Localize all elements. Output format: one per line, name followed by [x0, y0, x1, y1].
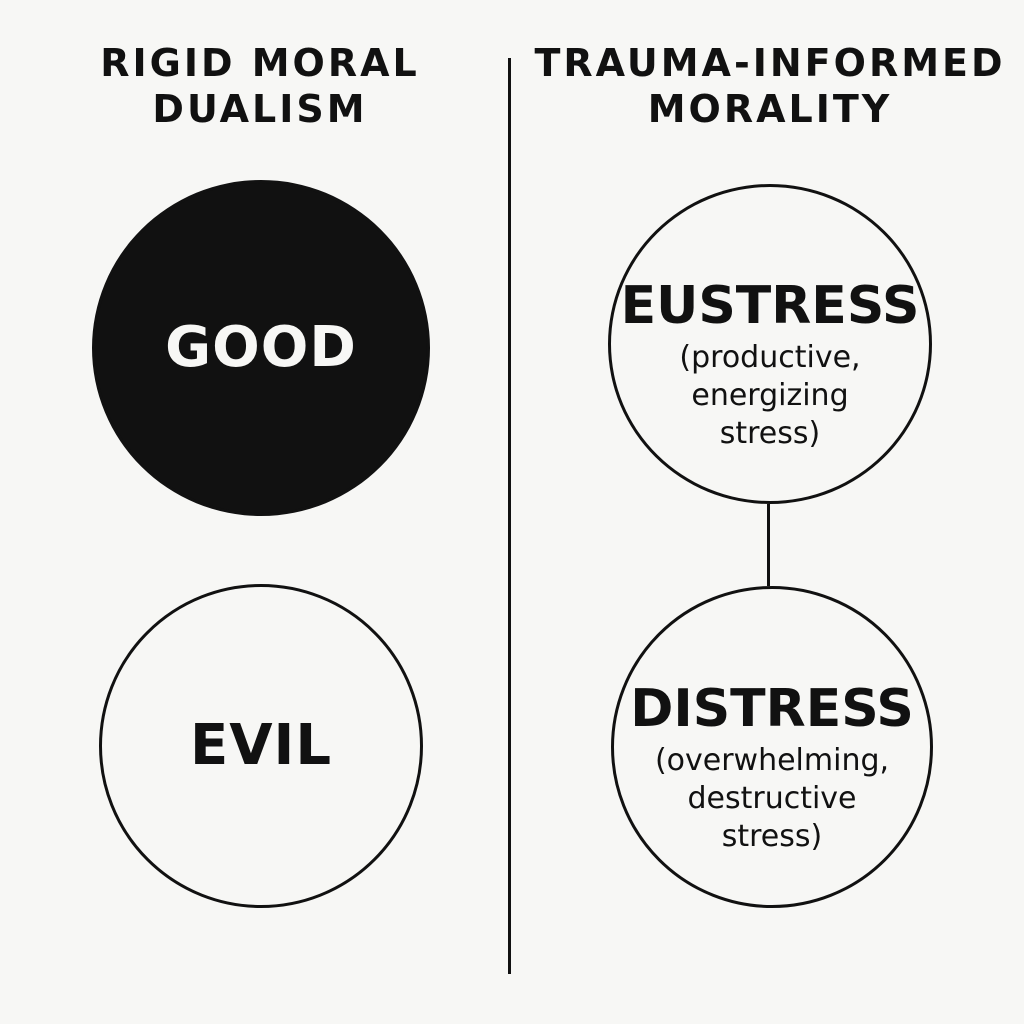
- eustress-description: (productive, energizing stress): [679, 340, 861, 451]
- left-column-heading: RIGID MORAL DUALISM: [100, 41, 420, 131]
- distress-circle: DISTRESS (overwhelming, destructive stre…: [611, 586, 933, 908]
- eustress-distress-connector: [767, 504, 770, 586]
- right-column-heading: TRAUMA-INFORMED MORALITY: [534, 41, 1006, 131]
- good-label: GOOD: [165, 315, 357, 380]
- evil-circle: EVIL: [99, 584, 423, 908]
- eustress-label: EUSTRESS: [620, 276, 920, 336]
- distress-label: DISTRESS: [630, 679, 914, 739]
- distress-description: (overwhelming, destructive stress): [654, 743, 890, 854]
- good-circle: GOOD: [92, 180, 430, 516]
- evil-label: EVIL: [189, 713, 333, 778]
- eustress-circle: EUSTRESS (productive, energizing stress): [608, 184, 932, 504]
- column-divider: [508, 58, 511, 974]
